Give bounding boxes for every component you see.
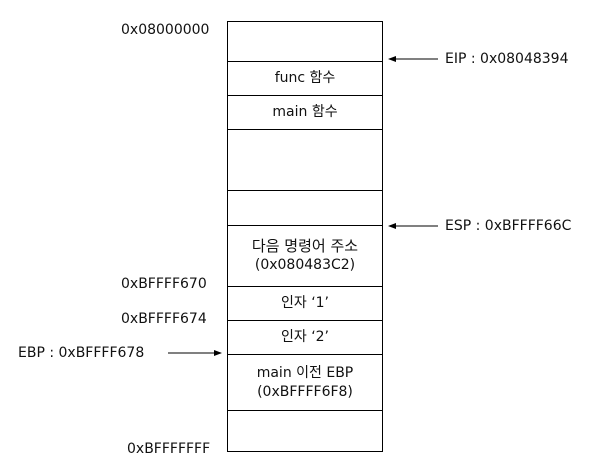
cell-divider (228, 286, 382, 287)
cell-arg2-label: 인자 ‘2’ (280, 329, 330, 345)
cell-return-address: 다음 명령어 주소 (0x080483C2) (228, 226, 382, 286)
address-label-674: 0xBFFFF674 (121, 311, 207, 327)
prev-ebp-line1: main 이전 EBP (256, 364, 354, 381)
ebp-label: EBP : 0xBFFFF678 (18, 345, 145, 361)
cell-main-label: main 함수 (272, 104, 338, 120)
cell-divider (228, 225, 382, 226)
cell-arg2: 인자 ‘2’ (228, 321, 382, 354)
prev-ebp-line2: (0xBFFFF6F8) (257, 383, 353, 400)
cell-arg1-label: 인자 ‘1’ (280, 295, 330, 311)
esp-label: ESP : 0xBFFFF66C (445, 218, 572, 234)
cell-divider (228, 354, 382, 355)
cell-main: main 함수 (228, 96, 382, 129)
stack-memory: func 함수 main 함수 다음 명령어 주소 (0x080483C2) 인… (227, 21, 383, 452)
address-label-670: 0xBFFFF670 (121, 276, 207, 292)
return-address-line2: (0x080483C2) (254, 257, 356, 273)
cell-divider (228, 190, 382, 191)
top-address-label: 0x08000000 (121, 22, 210, 38)
cell-divider (228, 95, 382, 96)
eip-label: EIP : 0x08048394 (445, 51, 569, 67)
cell-divider (228, 410, 382, 411)
cell-func: func 함수 (228, 62, 382, 95)
cell-arg1: 인자 ‘1’ (228, 287, 382, 320)
cell-divider (228, 129, 382, 130)
bottom-address-label: 0xBFFFFFFF (127, 441, 211, 457)
return-address-line1: 다음 명령어 주소 (251, 237, 359, 255)
cell-prev-ebp: main 이전 EBP (0xBFFFF6F8) (228, 355, 382, 410)
cell-divider (228, 320, 382, 321)
cell-func-label: func 함수 (274, 70, 336, 86)
cell-divider (228, 61, 382, 62)
